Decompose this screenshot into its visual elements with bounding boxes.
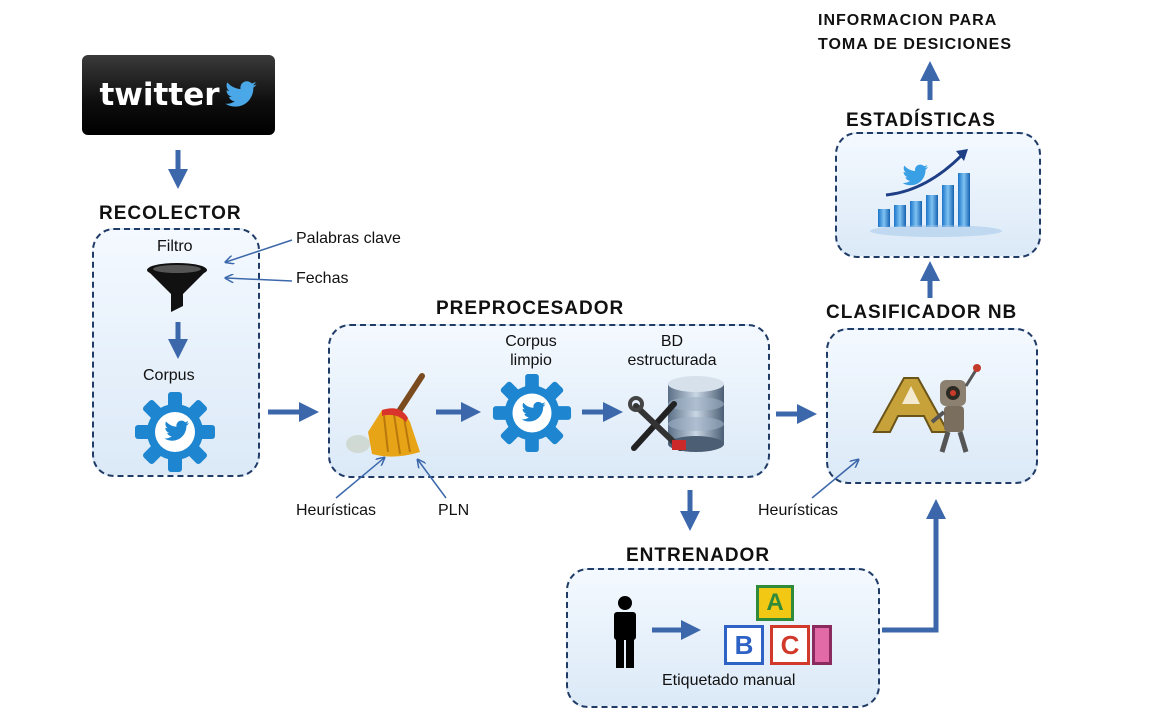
fechas-label: Fechas — [296, 270, 349, 287]
block-side — [812, 625, 832, 665]
twitter-bird-icon — [224, 81, 257, 107]
broom-icon — [346, 373, 425, 457]
twitter-logo-text: twitter — [99, 77, 220, 113]
twitter-gear-clean-icon — [492, 373, 572, 453]
person-icon — [614, 596, 636, 668]
heuristicas-pre-label: Heurísticas — [296, 502, 377, 519]
block-c: C — [770, 625, 810, 665]
recolector-title: RECOLECTOR — [99, 203, 242, 224]
twitter-logo: twitter — [82, 55, 275, 135]
abc-blocks-icon: A B C — [716, 585, 836, 669]
info-title-line1: INFORMACION PARA — [818, 12, 998, 29]
clasificador-title: CLASIFICADOR NB — [826, 302, 1018, 323]
pln-label: PLN — [438, 502, 470, 519]
arrow-palabras-to-filtro — [226, 239, 293, 262]
block-a: A — [756, 585, 794, 621]
arrow-heuristicas-to-clasificador — [811, 460, 858, 499]
corpus-label: Corpus — [143, 367, 195, 384]
palabras-clave-label: Palabras clave — [296, 230, 401, 247]
arrow-entrenador-to-clasificador — [882, 499, 946, 633]
bd-estructurada-label: BD estructurada — [627, 333, 717, 369]
entrenador-title: ENTRENADOR — [626, 545, 771, 566]
twitter-gear-icon — [135, 392, 215, 472]
preprocesador-title: PREPROCESADOR — [436, 298, 625, 319]
filtro-label: Filtro — [157, 238, 193, 255]
info-title-line2: TOMA DE DESICIONES — [818, 36, 1013, 53]
estadisticas-title: ESTADÍSTICAS — [846, 110, 996, 131]
robot-classifier-icon — [872, 364, 981, 453]
funnel-icon — [147, 263, 207, 312]
arrow-fechas-to-filtro — [226, 278, 293, 281]
etiquetado-label: Etiquetado manual — [662, 672, 796, 689]
database-tools-icon — [628, 376, 724, 452]
corpus-limpio-label: Corpus limpio — [505, 333, 557, 369]
arrow-pln-to-broom — [418, 460, 447, 499]
heuristicas-clas-label: Heurísticas — [758, 502, 839, 519]
block-b: B — [724, 625, 764, 665]
growth-chart-icon — [870, 149, 1002, 237]
arrow-heuristicas-to-broom — [335, 458, 384, 499]
